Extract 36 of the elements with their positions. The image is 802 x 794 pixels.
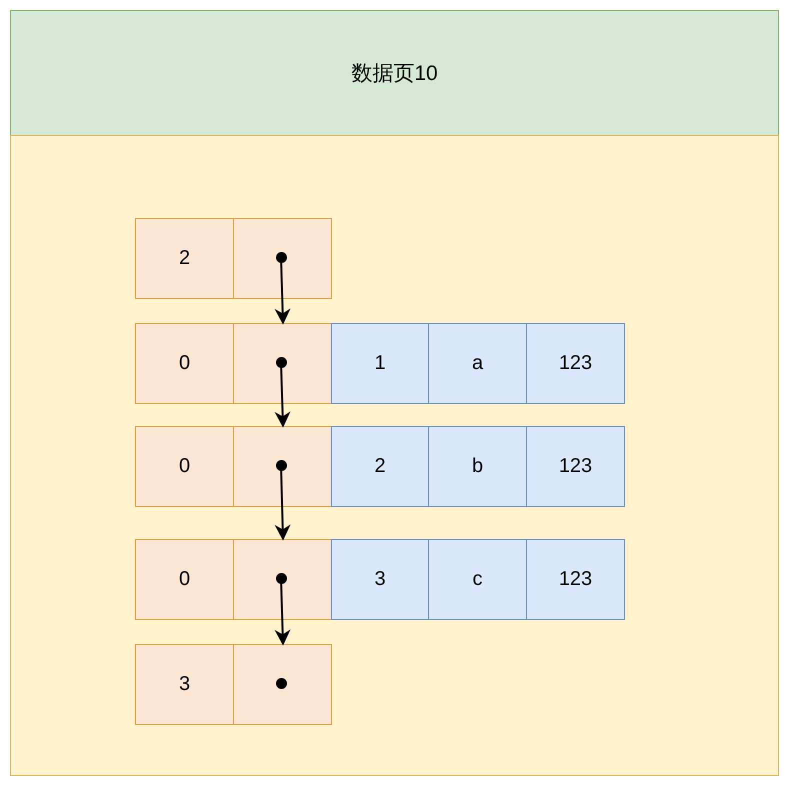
record-cell — [428, 539, 527, 620]
record-cell — [526, 539, 625, 620]
record-cell — [526, 323, 625, 404]
record-cell — [331, 426, 429, 507]
cell-value: 2 — [374, 455, 386, 478]
cell-value: 0 — [178, 352, 190, 375]
cell-value: 3 — [374, 568, 386, 591]
record-cell — [135, 323, 234, 404]
pointer-cell — [233, 426, 332, 507]
cell-value: 123 — [558, 455, 592, 478]
pointer-cell — [233, 218, 332, 299]
cell-value: b — [472, 455, 484, 478]
record-cell — [428, 426, 527, 507]
record-cell — [428, 323, 527, 404]
record-cell — [331, 323, 429, 404]
record-cell — [135, 644, 234, 725]
cell-value: 123 — [558, 352, 592, 375]
cell-value: 1 — [374, 352, 386, 375]
record-cell — [135, 218, 234, 299]
pointer-cell — [10, 135, 779, 776]
record-cell — [135, 539, 234, 620]
cell-value: 123 — [558, 568, 592, 591]
page-header-band — [10, 10, 779, 136]
pointer-cell — [233, 644, 332, 725]
cell-value: 3 — [178, 673, 190, 696]
cell-value: 0 — [178, 455, 190, 478]
record-cell — [135, 426, 234, 507]
pointer-cell — [233, 323, 332, 404]
record-cell — [526, 426, 625, 507]
pointer-cell — [233, 539, 332, 620]
record-cell — [331, 539, 429, 620]
cell-value: 2 — [178, 247, 190, 270]
cell-value: 0 — [178, 568, 190, 591]
cell-value: c — [472, 568, 482, 591]
page-title: 数据页10 — [351, 61, 438, 87]
cell-value: a — [472, 352, 484, 375]
